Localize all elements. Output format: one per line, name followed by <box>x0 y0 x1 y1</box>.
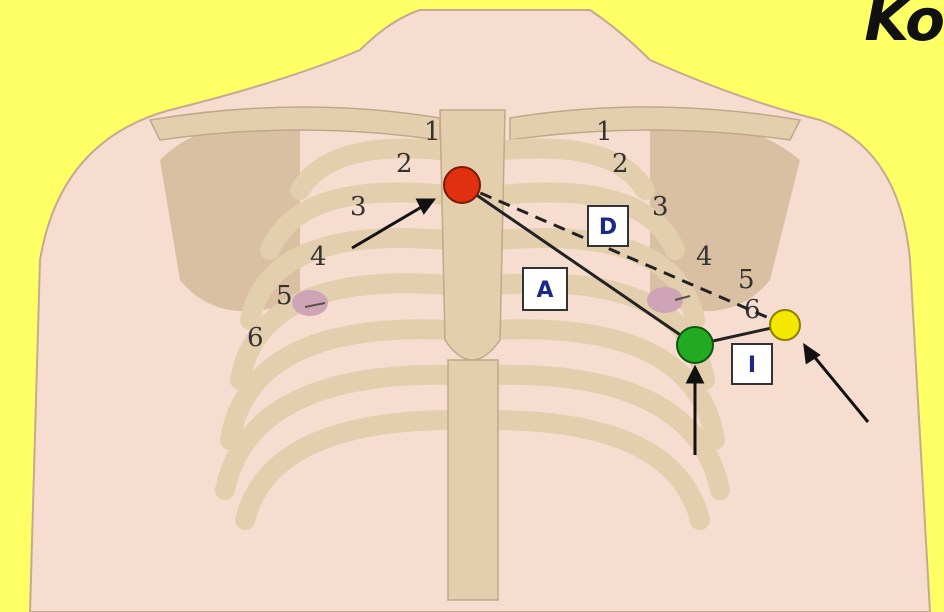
lead-label-a: A <box>523 268 567 310</box>
rib-number-right-6: 6 <box>247 323 264 353</box>
rib-number-left-1: 1 <box>596 117 613 147</box>
rib-number-left-6: 6 <box>744 295 761 325</box>
rib-number-right-3: 3 <box>350 192 367 222</box>
yellow-electrode <box>770 310 800 340</box>
rib-number-left-5: 5 <box>738 265 755 295</box>
rib-number-right-4: 4 <box>310 242 327 272</box>
rib-number-left-2: 2 <box>612 149 629 179</box>
green-electrode <box>677 327 713 363</box>
rib-number-left-4: 4 <box>696 242 713 272</box>
red-electrode <box>444 167 480 203</box>
lead-label-i: I <box>732 344 772 384</box>
rib-number-left-3: 3 <box>652 192 669 222</box>
lead-label-d: D <box>588 206 628 246</box>
lead-label-d-text: D <box>599 215 617 240</box>
rib-number-right-2: 2 <box>396 149 413 179</box>
spine <box>448 360 498 600</box>
lead-label-a-text: A <box>536 278 553 303</box>
sternum <box>440 110 505 360</box>
rib-number-right-1: 1 <box>424 117 441 147</box>
page-title: Ko <box>864 0 944 54</box>
lead-label-i-text: I <box>748 353 756 378</box>
rib-number-right-5: 5 <box>276 281 293 311</box>
